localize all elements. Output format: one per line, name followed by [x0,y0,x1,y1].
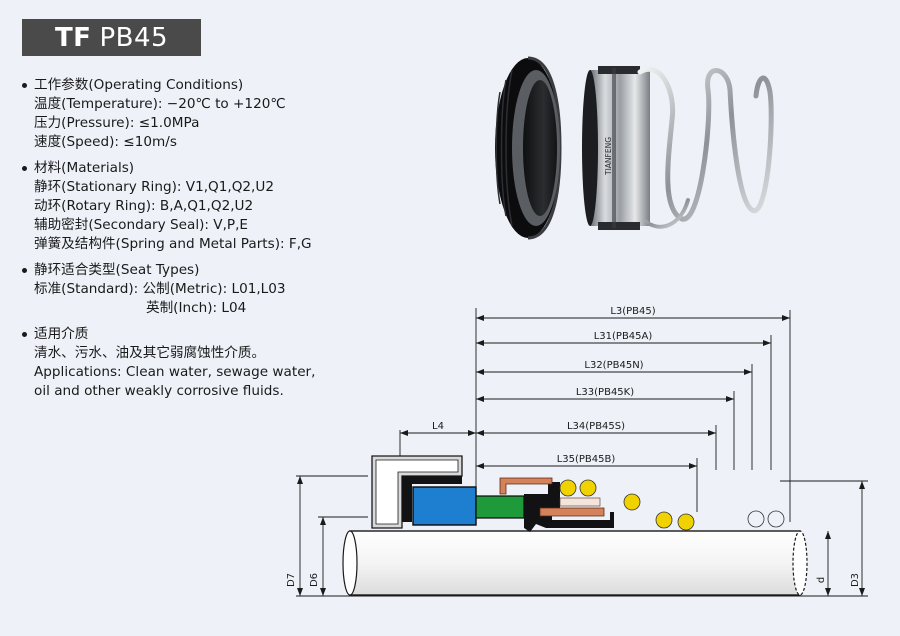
section-heading: 材料(Materials) [34,160,135,176]
spec-line: oil and other weakly corrosive fluids. [34,383,284,399]
bullet-icon [22,166,27,171]
section-applications: 适用介质 清水、污水、油及其它弱腐蚀性介质。 Applications: Cle… [22,325,322,401]
section-operating-conditions: 工作参数(Operating Conditions) 温度(Temperatur… [22,76,322,152]
title-brand: TF [54,22,92,53]
spec-line: 速度(Speed): ≤10m/s [34,134,177,150]
spec-list: 工作参数(Operating Conditions) 温度(Temperatur… [22,76,322,408]
dim-label-l34: L34(PB45S) [567,421,625,432]
spec-line: 静环(Stationary Ring): V1,Q1,Q2,U2 [34,179,274,195]
spec-line: Applications: Clean water, sewage water, [34,364,316,380]
elastomer-bellows [524,482,614,532]
seat-ring-photo [495,56,562,240]
bullet-icon [22,268,27,273]
dimension-lines [296,308,868,597]
section-heading: 适用介质 [34,326,89,342]
bullet-icon [22,332,27,337]
section-seat-types: 静环适合类型(Seat Types) 标准(Standard): 公制(Metr… [22,261,322,318]
spec-line: 清水、污水、油及其它弱腐蚀性介质。 [34,345,266,361]
spec-line: 辅助密封(Secondary Seal): V,P,E [34,217,249,233]
spring-section-balls [559,479,785,531]
dim-label-l31: L31(PB45A) [594,331,653,342]
spec-line: 温度(Temperature): −20℃ to +120℃ [34,96,286,112]
dim-label-d3: D3 [850,573,861,587]
spec-line: 压力(Pressure): ≤1.0MPa [34,115,200,131]
stationary-ring [412,486,477,526]
title-model: PB45 [99,22,169,53]
dim-label-l3: L3(PB45) [610,306,655,317]
dim-label-l35: L35(PB45B) [557,454,616,465]
bullet-icon [22,83,27,88]
rotary-unit-photo: TIANFENG [582,66,650,230]
rotary-ring [475,495,525,519]
spec-line: 动环(Rotary Ring): B,A,Q1,Q2,U2 [34,198,254,214]
section-heading: 静环适合类型(Seat Types) [34,262,200,278]
dim-label-l4: L4 [432,421,444,432]
product-title: TF PB45 [22,19,201,56]
spring-photo [637,67,774,229]
spec-line: 标准(Standard): 公制(Metric): L01,L03 [34,281,286,297]
dim-label-d6: D6 [309,573,320,587]
section-heading: 工作参数(Operating Conditions) [34,77,244,93]
brand-mark-text: TIANFENG [604,137,613,176]
dim-label-l32: L32(PB45N) [584,360,643,371]
seat-cup [402,476,462,522]
dim-label-l33: L33(PB45K) [576,387,634,398]
spec-line: 弹簧及结构件(Spring and Metal Parts): F,G [34,236,312,252]
spec-line: 英制(Inch): L04 [146,300,247,316]
dim-label-d: d [816,577,827,583]
section-materials: 材料(Materials) 静环(Stationary Ring): V1,Q1… [22,159,322,254]
dim-label-d7: D7 [286,573,297,587]
dimension-arrows [297,315,865,596]
shaft [342,530,808,596]
spring-holder [499,477,605,517]
